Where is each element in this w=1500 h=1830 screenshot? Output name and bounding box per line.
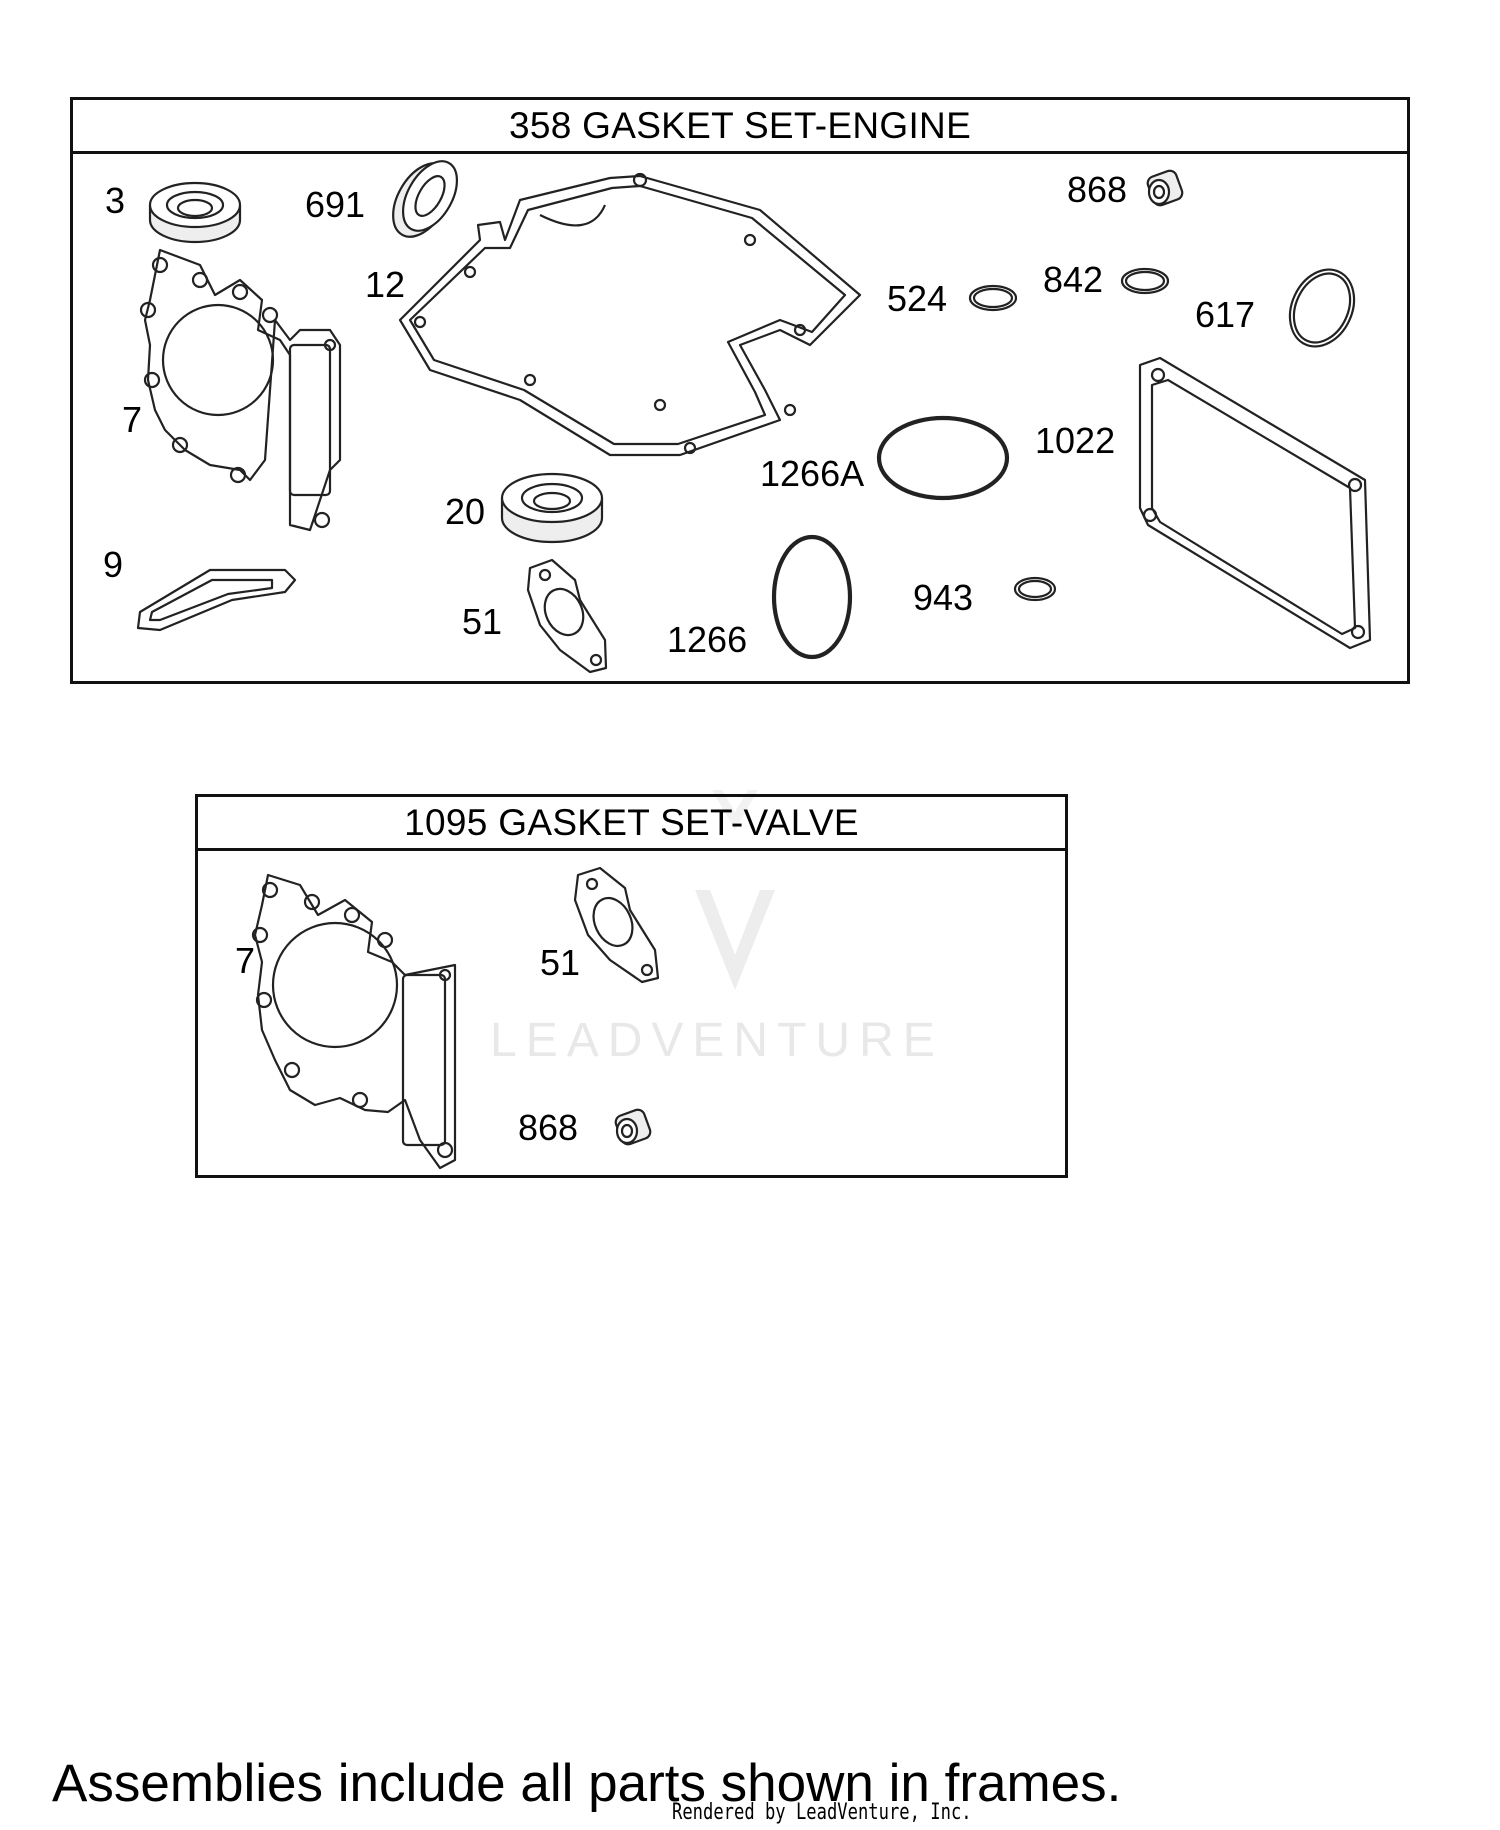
intake-gasket-51-valve-icon [573, 866, 660, 984]
cylinder-head-gasket-7-valve-icon [251, 873, 457, 1170]
callout-868: 868 [1067, 169, 1128, 210]
callout-12: 12 [365, 264, 406, 305]
oil-seal-691-icon [392, 160, 459, 238]
o-ring-617-icon [1288, 268, 1356, 348]
crankcase-gasket-12-icon [398, 172, 862, 457]
valve-callout-868: 868 [518, 1107, 579, 1148]
o-ring-943-icon [1013, 576, 1057, 602]
o-ring-1266-icon [771, 534, 853, 660]
oil-seal-3-icon [148, 181, 242, 244]
valve-callout-7: 7 [235, 940, 256, 981]
o-ring-1266a-icon [876, 415, 1010, 501]
callout-617: 617 [1195, 294, 1256, 335]
valve-gasket-set-title: 1095 GASKET SET-VALVE [198, 797, 1065, 851]
valve-callout-51: 51 [540, 942, 581, 983]
callout-943: 943 [913, 577, 974, 618]
callout-1266a: 1266A [760, 453, 865, 494]
callout-9: 9 [103, 544, 124, 585]
callout-7: 7 [122, 399, 143, 440]
cylinder-head-gasket-7-icon [139, 248, 342, 532]
footer-note: Assemblies include all parts shown in fr… [52, 1754, 1122, 1813]
o-ring-524-icon [968, 284, 1018, 312]
o-ring-842-inner-icon [1124, 270, 1166, 292]
rendered-by-credit: Rendered by LeadVenture, Inc. [672, 1800, 972, 1825]
intake-gasket-51-icon [526, 558, 608, 674]
o-ring-943-inner-icon [1017, 579, 1053, 599]
valve-seal-868-valve-icon [614, 1108, 652, 1146]
o-ring-524-inner-icon [972, 287, 1014, 309]
callout-842: 842 [1043, 259, 1104, 300]
callout-3: 3 [105, 180, 126, 221]
callout-51: 51 [462, 601, 503, 642]
o-ring-617-inner-icon [1292, 272, 1352, 344]
oil-seal-20-icon [500, 472, 604, 544]
o-ring-842-icon [1120, 267, 1170, 295]
engine-gasket-set-frame: 358 GASKET SET-ENGINE [70, 97, 1410, 684]
valve-gasket-set-frame: 1095 GASKET SET-VALVE [195, 794, 1068, 1178]
valve-seal-868-icon [1146, 169, 1184, 207]
callout-691: 691 [305, 184, 366, 225]
valve-cover-gasket-1022-icon [1138, 356, 1372, 650]
callout-524: 524 [887, 278, 948, 319]
gasket-9-icon [136, 568, 297, 632]
engine-gasket-set-title: 358 GASKET SET-ENGINE [73, 100, 1407, 154]
callout-1266: 1266 [667, 619, 748, 660]
callout-20: 20 [445, 491, 486, 532]
watermark-text: LEADVENTURE [490, 1014, 944, 1067]
callout-1022: 1022 [1035, 420, 1116, 461]
